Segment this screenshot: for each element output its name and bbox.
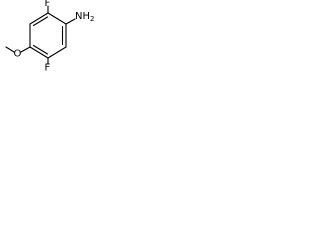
ring-bond-c5-c6 xyxy=(29,12,49,25)
bond-c1-n xyxy=(65,18,76,25)
ring-bond-c5-c6-inner xyxy=(32,16,49,27)
benzene-ring xyxy=(29,12,67,59)
fluorine-bottom-label: F xyxy=(45,63,51,74)
ring-bond-c6-c1 xyxy=(47,12,67,25)
amine-subscript: 2 xyxy=(90,15,94,23)
amine-nh-text: NH xyxy=(75,11,90,22)
ring-bond-c3-c4-inner xyxy=(32,44,49,55)
bond-c4-o xyxy=(20,46,31,53)
fluorine-top-label: F xyxy=(45,0,51,9)
amine-label: NH2 xyxy=(75,11,94,23)
oxygen-label: O xyxy=(14,49,22,60)
ring-bond-c3-c4 xyxy=(29,46,49,59)
molecule-structure: F NH2 O F xyxy=(5,0,94,74)
ring-bond-c2-c3 xyxy=(47,46,67,59)
bond-o-methyl xyxy=(5,46,15,53)
